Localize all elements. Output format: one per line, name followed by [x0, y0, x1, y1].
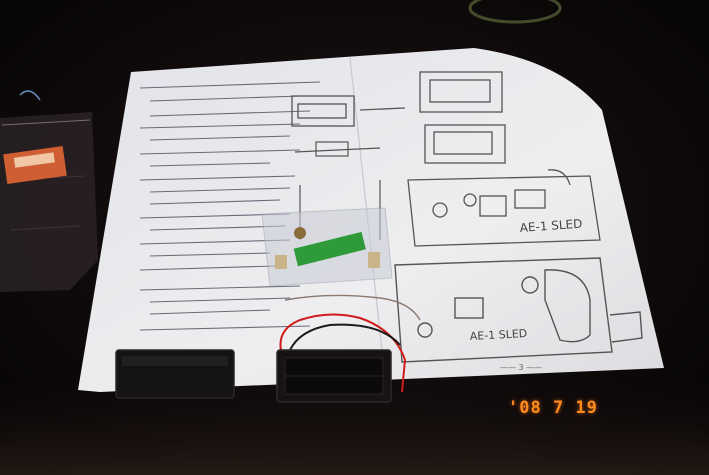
glass-rim	[468, 0, 562, 24]
page-footer: —— 3 ——	[500, 363, 542, 372]
board-label-top: AE-1 SLED	[519, 217, 583, 235]
plastic-bag	[0, 90, 98, 292]
parts-bag	[261, 207, 393, 287]
board-label-bottom: AE-1 SLED	[469, 327, 527, 343]
pcb-diagram-top	[407, 169, 601, 247]
pcb-diagram-bottom	[394, 257, 643, 363]
green-pcb	[293, 231, 366, 267]
battery-wires	[279, 294, 421, 393]
date-stamp: '08 7 19	[508, 398, 598, 418]
battery-box-left	[115, 349, 235, 399]
battery-box-right	[276, 349, 392, 403]
battery-diagram	[291, 71, 506, 164]
instruction-text-lines	[139, 81, 321, 331]
